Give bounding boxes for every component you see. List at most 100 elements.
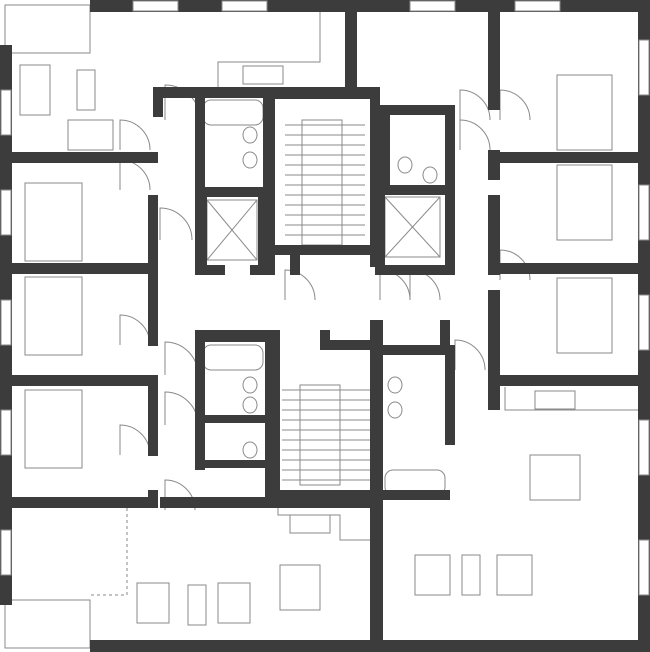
furniture-icon: [217, 582, 251, 624]
balcony-edge: [90, 508, 128, 596]
window-icon: [132, 0, 179, 12]
bed-icon: [24, 182, 83, 262]
furniture-icon: [76, 69, 96, 111]
window-icon: [0, 89, 12, 136]
wall: [445, 345, 455, 445]
wall: [500, 152, 638, 163]
balcony: [4, 4, 91, 54]
door-icon: [459, 119, 491, 151]
window-icon: [638, 419, 650, 476]
door-icon: [164, 341, 199, 376]
wall: [148, 195, 158, 263]
balcony: [4, 599, 91, 649]
window-icon: [638, 539, 650, 596]
furniture-icon: [19, 64, 51, 116]
wall: [0, 263, 158, 274]
toilet-icon: [242, 441, 258, 459]
wall: [258, 195, 270, 275]
wall: [500, 263, 638, 274]
wall: [488, 290, 500, 410]
wall: [0, 497, 158, 508]
wall: [148, 274, 158, 346]
wall: [265, 330, 280, 500]
bathtub-icon: [202, 344, 264, 371]
furniture-icon: [279, 564, 321, 611]
wall: [148, 490, 158, 508]
wall: [195, 330, 205, 470]
wall: [380, 105, 390, 190]
wall: [375, 185, 455, 195]
door-icon: [459, 89, 491, 121]
stair-icon: [299, 384, 341, 486]
wall: [320, 340, 375, 350]
bed-icon: [556, 74, 613, 151]
counter-icon: [277, 508, 370, 541]
wall: [160, 497, 195, 508]
door-icon: [119, 119, 151, 151]
wall: [148, 386, 158, 456]
sink-icon: [534, 390, 576, 410]
toilet-icon: [242, 376, 258, 394]
toilet-icon: [242, 396, 258, 414]
wall: [380, 105, 445, 115]
door-icon: [499, 89, 531, 121]
wall: [370, 87, 380, 267]
wall: [250, 265, 275, 275]
door-icon: [164, 391, 199, 426]
wall: [380, 345, 445, 355]
toilet-icon: [387, 376, 403, 394]
window-icon: [221, 0, 268, 12]
wall: [380, 490, 450, 500]
window-icon: [409, 0, 456, 12]
window-icon: [638, 294, 650, 351]
door-icon: [284, 269, 316, 301]
furniture-icon: [414, 554, 451, 596]
wall: [375, 195, 385, 275]
wall: [195, 187, 275, 197]
bed-icon: [24, 276, 83, 356]
wall: [153, 87, 273, 98]
window-icon: [0, 409, 12, 456]
wall: [195, 97, 205, 187]
window-icon: [0, 189, 12, 236]
sink-icon: [289, 514, 331, 534]
wall: [273, 87, 373, 99]
wall: [375, 265, 450, 275]
bed-icon: [556, 277, 613, 354]
wall: [195, 497, 380, 508]
bed-icon: [556, 164, 613, 241]
furniture-icon: [461, 554, 481, 596]
window-icon: [0, 529, 12, 576]
door-icon: [119, 314, 151, 346]
furniture-icon: [187, 584, 207, 626]
toilet-icon: [242, 151, 258, 169]
counter-icon: [504, 387, 638, 411]
wall: [90, 640, 638, 652]
wall: [500, 375, 638, 386]
door-icon: [159, 207, 193, 241]
sink-icon: [242, 65, 284, 85]
window-icon: [514, 0, 561, 12]
furniture-icon: [67, 119, 114, 151]
furniture-icon: [136, 582, 170, 624]
window-icon: [638, 184, 650, 241]
wall: [195, 330, 275, 342]
elevator-icon: [206, 199, 258, 261]
door-icon: [454, 339, 486, 371]
door-icon: [499, 249, 531, 281]
furniture-icon: [529, 454, 581, 501]
bathtub-icon: [202, 99, 264, 126]
wall: [275, 245, 375, 255]
wall: [0, 45, 12, 53]
wall: [345, 0, 357, 87]
wall: [440, 320, 450, 350]
wall: [370, 320, 383, 652]
toilet-icon: [397, 156, 413, 174]
fixtures-layer: [4, 4, 638, 649]
wall: [195, 415, 265, 423]
stair-icon: [301, 119, 343, 246]
wall: [488, 195, 500, 275]
toilet-icon: [422, 166, 438, 184]
